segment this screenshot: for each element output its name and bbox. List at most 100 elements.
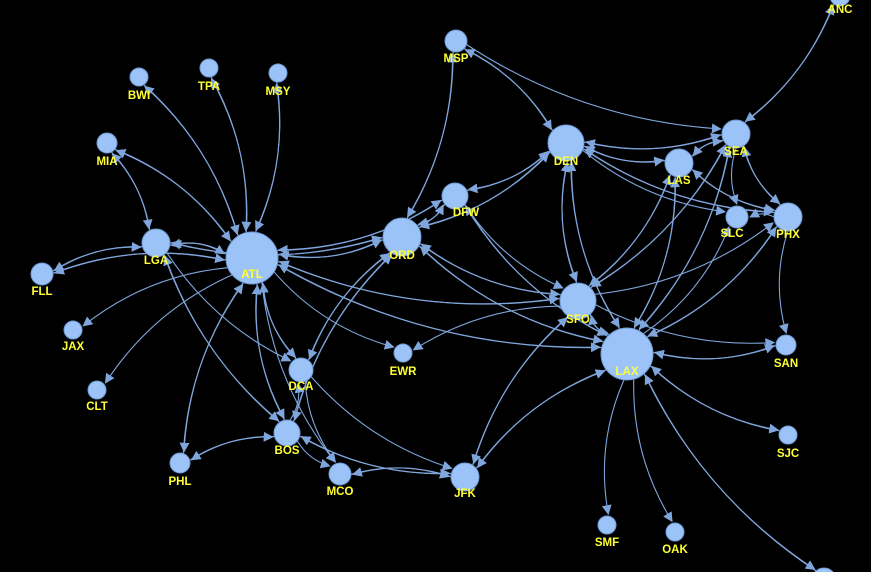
node-bos[interactable] [273,419,301,447]
edge-msp-den [463,48,552,131]
node-bwi[interactable] [129,67,149,87]
node-sfo[interactable] [559,282,597,320]
edge-sfo-jfk [471,315,569,465]
node-lga[interactable] [141,228,171,258]
edge-san-lax [654,345,777,360]
edge-lax-off [643,373,816,570]
node-label-bwi: BWI [128,90,150,102]
edge-sea-lax [638,146,731,330]
edge-atl-mia [115,149,233,243]
edge-las-sea [691,136,723,158]
edge-atl-ewr [273,271,395,350]
node-msy[interactable] [268,63,288,83]
node-jfk[interactable] [450,462,480,492]
node-dca[interactable] [288,357,314,383]
node-lax[interactable] [600,327,654,381]
edge-ord-den [418,152,550,229]
node-label-msy: MSY [266,86,291,98]
node-label-atl: ATL [241,269,263,281]
node-label-oak: OAK [662,544,688,556]
node-label-phl: PHL [169,476,192,488]
edge-las-sfo [589,174,672,286]
node-sjc[interactable] [778,425,798,445]
edge-lax-slc [642,226,731,335]
edge-bos-mco [296,440,331,469]
edge-lax-dfw [465,205,609,337]
edge-dfw-atl [277,199,443,255]
edge-sfo-las [588,174,672,287]
edge-sfo-atl [278,260,561,305]
node-tpa[interactable] [199,58,219,78]
edge-phx-san [778,230,789,334]
node-atl[interactable] [225,231,279,285]
edge-ord-bos [292,253,393,422]
node-oak[interactable] [665,522,685,542]
edge-atl-bwi [144,85,239,237]
edge-den-slc [582,149,727,216]
edge-sjc-lax [651,365,781,432]
edge-dfw-sfo [464,204,564,289]
edge-dca-ord [307,253,391,361]
node-label-phx: PHX [776,229,800,241]
edge-lax-oak [633,379,673,523]
node-smf[interactable] [597,515,617,535]
node-sea[interactable] [721,119,751,149]
edge-tpa-atl [210,76,252,232]
edge-bwi-atl [143,84,240,236]
edge-fll-atl [52,252,226,274]
node-label-mco: MCO [327,486,354,498]
node-mia[interactable] [96,132,118,154]
node-anc[interactable] [830,0,850,7]
edge-atl-mco [261,282,336,463]
edge-dca-jfk [310,376,453,471]
node-off[interactable] [812,567,836,572]
edge-sfo-ewr [412,305,561,351]
edge-den-ord [419,151,551,230]
node-clt[interactable] [87,380,107,400]
node-fll[interactable] [30,262,54,286]
edge-mia-lga [111,151,153,230]
node-label-sea: SEA [724,146,748,158]
node-phx[interactable] [773,202,803,232]
edge-sea-anc [744,4,835,124]
edge-las-lax [633,176,676,328]
edge-phx-sea [741,146,781,206]
node-label-anc: ANC [828,4,853,16]
edge-mco-jfk [350,467,450,479]
edge-dfw-den [466,150,549,191]
node-label-clt: CLT [86,401,108,413]
edge-msp-ord [407,51,454,218]
edge-mia-atl [114,148,231,242]
node-label-jax: JAX [62,341,85,353]
node-layer [30,0,850,572]
node-dfw[interactable] [441,182,469,210]
edge-lax-ord [419,246,605,343]
edge-phl-bos [189,431,274,461]
edge-den-dfw [467,150,551,194]
edge-sea-sfo [590,143,727,288]
node-phl[interactable] [169,452,191,474]
label-layer: ATLLAXORDDENSFOLGASEAPHXLASJFKBOSDFWDCAM… [31,4,852,556]
node-den[interactable] [547,124,585,162]
edge-msy-atl [255,81,281,232]
node-slc[interactable] [725,205,749,229]
node-mco[interactable] [328,462,352,486]
node-ewr[interactable] [393,343,413,363]
node-label-den: DEN [554,156,578,168]
node-san[interactable] [775,334,797,356]
edge-bos-dca [289,382,305,421]
node-label-bos: BOS [275,445,300,457]
node-jax[interactable] [63,320,83,340]
node-las[interactable] [664,148,694,178]
edge-bos-ord [293,254,393,422]
node-label-las: LAS [668,175,691,187]
edge-jfk-sfo [472,317,568,466]
edge-anc-sea [744,3,835,122]
node-label-dca: DCA [289,381,314,393]
node-ord[interactable] [382,217,422,257]
node-label-san: SAN [774,358,798,370]
node-msp[interactable] [444,29,468,53]
node-label-msp: MSP [444,53,469,65]
node-label-tpa: TPA [198,81,220,93]
